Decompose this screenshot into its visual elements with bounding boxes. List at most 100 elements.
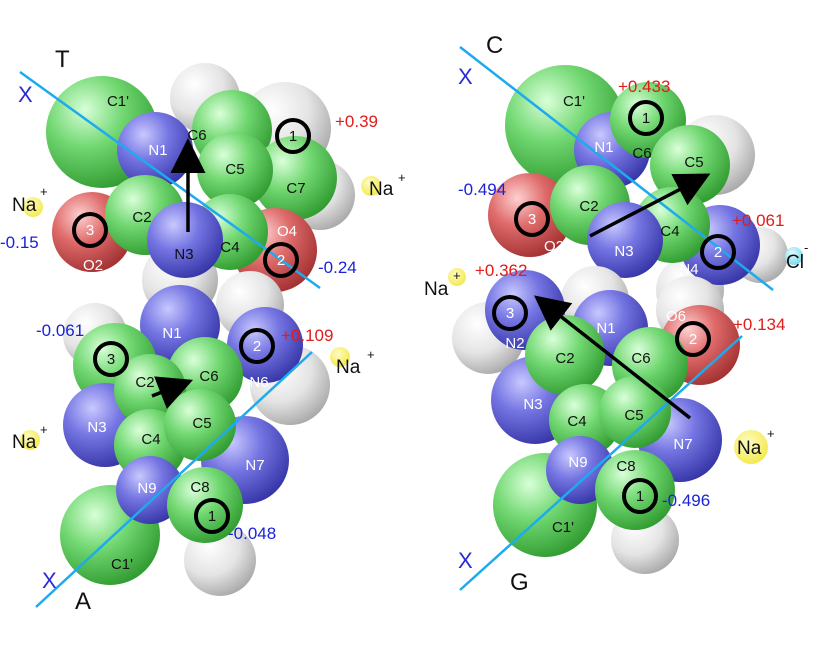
atom-sphere-c8 xyxy=(595,450,675,530)
atom-label: C1' xyxy=(111,556,133,573)
ion-label: Na xyxy=(737,438,762,459)
sodium-ion xyxy=(20,430,40,450)
atom-label: C4 xyxy=(660,223,679,240)
ring-label: 2 xyxy=(277,252,285,269)
atom-label: C1' xyxy=(552,519,574,536)
ion-label: Na xyxy=(12,432,37,453)
atom-label: C5 xyxy=(624,407,643,424)
charge-label: +0.362 xyxy=(475,261,527,280)
charge-label: -0.048 xyxy=(228,524,276,543)
ring-marker xyxy=(93,341,129,377)
sodium-ion xyxy=(361,176,381,196)
chloride-ion xyxy=(785,247,803,265)
base-label: G xyxy=(510,569,529,596)
atom-sphere-c7 xyxy=(253,136,337,220)
atom-label: N3 xyxy=(614,243,633,260)
charge-label: -0.061 xyxy=(36,321,84,340)
atom-label: N9 xyxy=(568,454,587,471)
ion-label: Na xyxy=(12,195,37,216)
sodium-ion xyxy=(734,430,768,464)
ring-marker xyxy=(492,295,528,331)
dipole-arrow xyxy=(151,376,194,409)
atom-label: C4 xyxy=(220,239,239,256)
base-label: T xyxy=(55,46,70,73)
ring-marker xyxy=(700,234,736,270)
panel-cytosine: 1 2 3 C1' N1 C6 C5 C2 C4 O2 N3 N4 +0.433… xyxy=(458,32,808,324)
ion-label: Cl xyxy=(786,252,804,273)
atom-label: C4 xyxy=(141,431,160,448)
ion-charge: + xyxy=(40,422,48,437)
ion-charge: + xyxy=(367,347,375,362)
atom-label: C6 xyxy=(199,368,218,385)
ion-charge: + xyxy=(40,184,48,199)
ion-charge: + xyxy=(767,426,775,441)
charge-label: -0.494 xyxy=(458,180,506,199)
ring-label: 3 xyxy=(506,305,514,322)
sodium-ion xyxy=(23,197,43,217)
atom-label: C8 xyxy=(616,458,635,475)
atom-label: C2 xyxy=(579,198,598,215)
atom-label: N1 xyxy=(148,142,167,159)
axis-label: X xyxy=(458,548,473,573)
atom-label: C1' xyxy=(107,93,129,110)
atom-label: N3 xyxy=(87,419,106,436)
atom-label: C5 xyxy=(684,154,703,171)
ring-marker xyxy=(622,478,658,514)
atom-sphere-n9 xyxy=(116,456,184,524)
ring-marker xyxy=(628,100,664,136)
atom-label: N7 xyxy=(245,457,264,474)
atom-label: N1 xyxy=(594,139,613,156)
base-label: A xyxy=(75,588,91,615)
ion-charge: + xyxy=(453,268,461,283)
ring-marker xyxy=(72,212,108,248)
atom-label: C6 xyxy=(631,350,650,367)
atom-label: C6 xyxy=(187,127,206,144)
ion-label: Na xyxy=(424,279,449,300)
atom-label: C4 xyxy=(567,413,586,430)
ring-label: 2 xyxy=(714,244,722,261)
atom-sphere-n3 xyxy=(587,202,663,278)
ring-label: 1 xyxy=(208,508,216,525)
atom-sphere-c5 xyxy=(599,376,671,448)
axis-label: X xyxy=(18,82,33,107)
ion-label: Na xyxy=(336,357,361,378)
atom-label: O4 xyxy=(277,223,297,240)
atom-label: C5 xyxy=(225,161,244,178)
ring-marker xyxy=(275,118,311,154)
atom-sphere-c5 xyxy=(197,132,273,208)
atom-label: N1 xyxy=(162,325,181,342)
ion-charge: + xyxy=(398,170,406,185)
sodium-ion xyxy=(330,347,350,367)
ring-marker xyxy=(514,201,550,237)
atom-sphere-o2 xyxy=(488,173,572,257)
atom-label: O2 xyxy=(544,238,564,255)
atom-label: N3 xyxy=(174,246,193,263)
charge-label: +0.061 xyxy=(732,211,784,230)
atom-label: C7 xyxy=(286,180,305,197)
ion-charge: - xyxy=(804,240,808,255)
charge-label: -0.24 xyxy=(318,258,357,277)
ring-marker xyxy=(239,328,275,364)
atom-label: C2 xyxy=(135,374,154,391)
charge-label: +0.433 xyxy=(618,77,670,96)
ring-marker xyxy=(675,321,711,357)
charge-label: +0.39 xyxy=(335,112,378,131)
atom-sphere-n3 xyxy=(147,202,223,278)
charge-label: -0.496 xyxy=(662,491,710,510)
axis-line xyxy=(459,335,743,591)
ring-label: 2 xyxy=(689,331,697,348)
axis-line xyxy=(19,70,321,290)
panel-guanine: 1 2 3 N2 N1 O6 C2 C6 N3 C4 C5 N7 N9 C8 C… xyxy=(424,261,785,596)
axis-line xyxy=(35,351,313,608)
ring-label: 1 xyxy=(289,128,297,145)
atom-label: O2 xyxy=(83,257,103,274)
atom-label: O6 xyxy=(666,308,686,325)
atom-label: N9 xyxy=(137,480,156,497)
ring-label: 2 xyxy=(253,338,261,355)
sodium-ion xyxy=(448,268,466,286)
atom-label: N7 xyxy=(673,436,692,453)
panel-thymine: 1 2 3 C1' N1 C6 C5 C7 C2 N3 C4 O2 O4 +0.… xyxy=(0,46,406,318)
dipole-arrow xyxy=(533,295,692,420)
